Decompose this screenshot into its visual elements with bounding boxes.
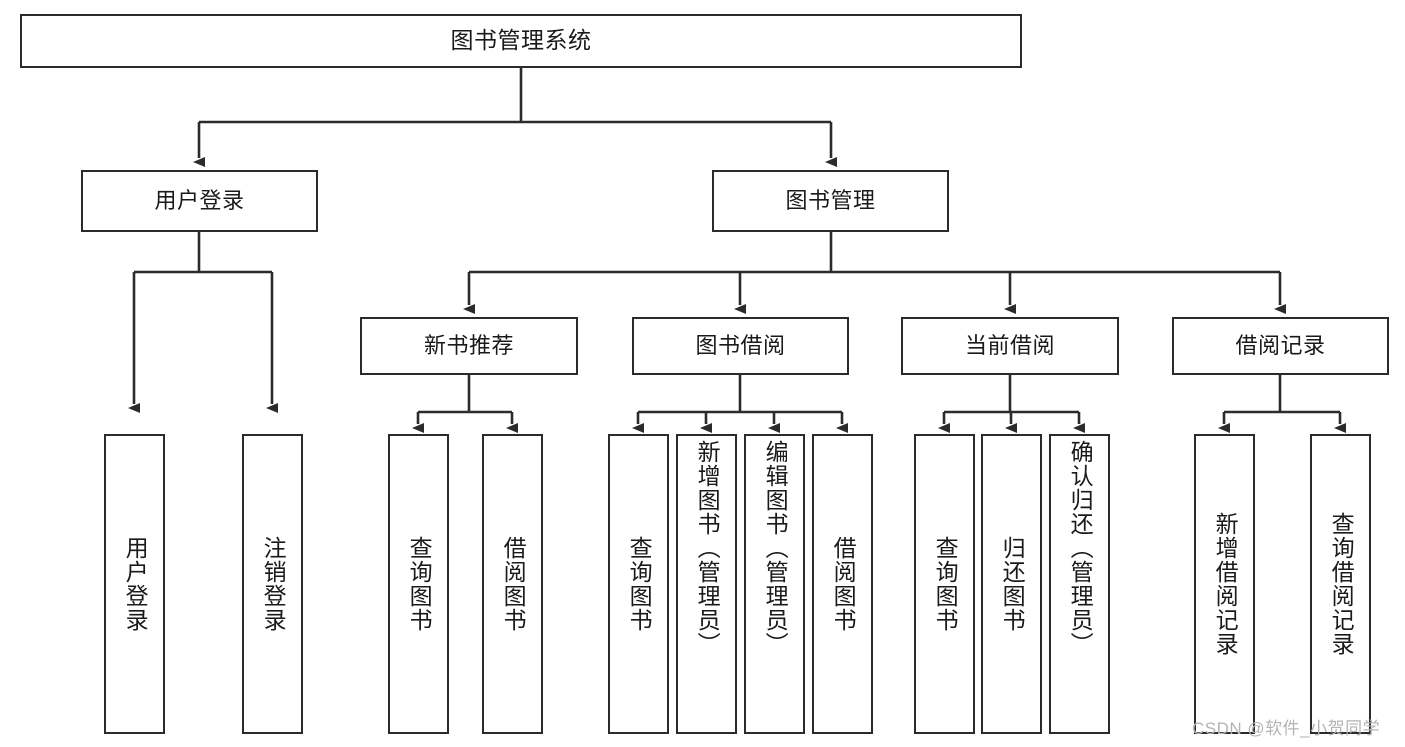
- node-label: 查询图书: [626, 536, 653, 632]
- node-book-management[interactable]: 图书管理: [712, 170, 949, 232]
- watermark-text: CSDN @软件_小贺同学: [1192, 719, 1381, 738]
- leaf-current-borrow-query-book[interactable]: 查询图书: [914, 434, 975, 734]
- leaf-borrow-record-query-record[interactable]: 查询借阅记录: [1310, 434, 1371, 734]
- leaf-book-borrow-edit-book-admin[interactable]: 编辑图书（管理员）: [744, 434, 805, 734]
- node-label: 新增图书（管理员）: [694, 440, 721, 656]
- leaf-current-borrow-confirm-return-admin[interactable]: 确认归还（管理员）: [1049, 434, 1110, 734]
- node-book-borrow[interactable]: 图书借阅: [632, 317, 849, 375]
- node-label: 图书管理: [785, 187, 876, 213]
- node-label: 确认归还（管理员）: [1067, 440, 1094, 656]
- leaf-user-login-logout[interactable]: 注销登录: [242, 434, 303, 734]
- node-user-login[interactable]: 用户登录: [81, 170, 318, 232]
- node-label: 图书管理系统: [450, 27, 592, 54]
- leaf-new-book-borrow-book[interactable]: 借阅图书: [482, 434, 543, 734]
- leaf-borrow-record-add-record[interactable]: 新增借阅记录: [1194, 434, 1255, 734]
- node-label: 用户登录: [122, 536, 149, 632]
- node-book-management-system[interactable]: 图书管理系统: [20, 14, 1022, 68]
- leaf-book-borrow-query-book[interactable]: 查询图书: [608, 434, 669, 734]
- node-borrow-record[interactable]: 借阅记录: [1172, 317, 1389, 375]
- leaf-new-book-query-book[interactable]: 查询图书: [388, 434, 449, 734]
- leaf-book-borrow-add-book-admin[interactable]: 新增图书（管理员）: [676, 434, 737, 734]
- node-label: 借阅图书: [830, 536, 857, 632]
- node-label: 借阅记录: [1235, 332, 1326, 358]
- node-new-book-recommend[interactable]: 新书推荐: [360, 317, 578, 375]
- node-label: 用户登录: [154, 187, 245, 213]
- node-label: 查询借阅记录: [1328, 512, 1355, 656]
- node-label: 注销登录: [260, 536, 287, 632]
- node-label: 归还图书: [999, 536, 1026, 632]
- leaf-current-borrow-return-book[interactable]: 归还图书: [981, 434, 1042, 734]
- node-current-borrow[interactable]: 当前借阅: [901, 317, 1119, 375]
- node-label: 查询图书: [932, 536, 959, 632]
- node-label: 编辑图书（管理员）: [762, 440, 789, 656]
- leaf-book-borrow-borrow-book[interactable]: 借阅图书: [812, 434, 873, 734]
- node-label: 当前借阅: [964, 332, 1055, 358]
- node-label: 新增借阅记录: [1212, 512, 1239, 656]
- node-label: 图书借阅: [695, 332, 786, 358]
- node-label: 查询图书: [406, 536, 433, 632]
- node-label: 借阅图书: [500, 536, 527, 632]
- leaf-user-login-login[interactable]: 用户登录: [104, 434, 165, 734]
- node-label: 新书推荐: [423, 332, 514, 358]
